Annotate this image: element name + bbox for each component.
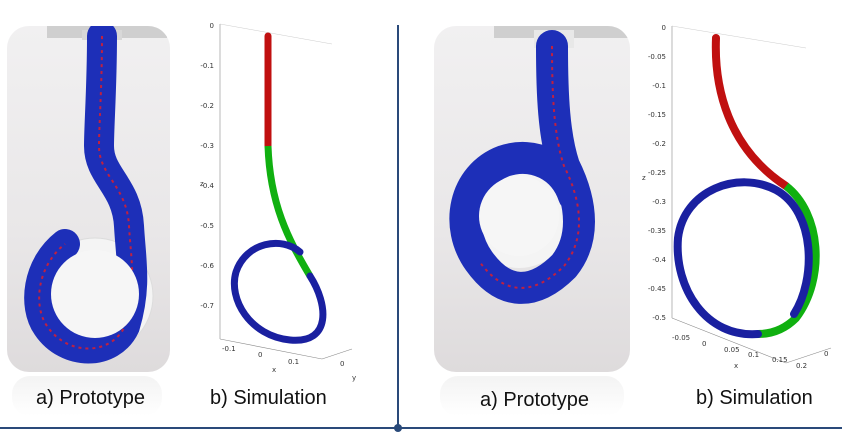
prototype-arm-right-illustration xyxy=(449,26,630,304)
z-tick-left-1: -0.1 xyxy=(200,62,214,70)
horizontal-divider xyxy=(0,427,842,429)
z-tick-right-1: -0.05 xyxy=(648,53,666,61)
z-tick-right-5: -0.25 xyxy=(648,169,666,177)
z-tick-left-4: -0.4 xyxy=(200,182,214,190)
y-axis-label-left: y xyxy=(352,374,356,382)
prototype-reflection-right xyxy=(440,376,624,416)
x-axis-label-left: x xyxy=(272,366,276,374)
z-tick-right-6: -0.3 xyxy=(652,198,666,206)
prototype-photo-left xyxy=(7,26,170,372)
caption-simulation-left: b) Simulation xyxy=(210,387,327,409)
z-tick-left-0: 0 xyxy=(210,22,214,30)
x-tick-right-4: 0.15 xyxy=(772,356,788,364)
z-tick-right-0: 0 xyxy=(662,24,666,32)
simulation-plot-right: 0 -0.05 -0.1 -0.15 -0.2 -0.25 -0.3 -0.35… xyxy=(642,24,832,370)
z-tick-right-10: -0.5 xyxy=(652,314,666,322)
z-tick-left-2: -0.2 xyxy=(200,102,214,110)
x-tick-right-3: 0.1 xyxy=(748,351,759,359)
z-tick-labels-left: 0 -0.1 -0.2 -0.3 -0.4 -0.5 -0.6 -0.7 xyxy=(200,22,214,310)
caption-prototype-left: a) Prototype xyxy=(36,387,145,409)
z-tick-left-6: -0.6 xyxy=(200,262,214,270)
x-tick-left-1: 0 xyxy=(258,351,262,359)
prototype-arm-left-illustration xyxy=(24,26,167,364)
y-tick-right-0: 0 xyxy=(824,350,828,358)
segment-green-right xyxy=(757,182,820,338)
z-tick-left-5: -0.5 xyxy=(200,222,214,230)
segment-blue-left xyxy=(231,239,327,344)
prototype-photo-right xyxy=(434,26,630,372)
z-tick-left-7: -0.7 xyxy=(200,302,214,310)
x-tick-left-0: -0.1 xyxy=(222,345,236,353)
caption-simulation-right: b) Simulation xyxy=(696,387,813,409)
z-tick-right-9: -0.45 xyxy=(648,285,666,293)
z-tick-right-8: -0.4 xyxy=(652,256,666,264)
caption-prototype-right: a) Prototype xyxy=(480,389,589,411)
x-tick-left-2: 0.1 xyxy=(288,358,299,366)
segment-red-right xyxy=(711,34,790,190)
z-tick-left-3: -0.3 xyxy=(200,142,214,150)
z-axis-label-right: z xyxy=(642,174,646,182)
z-tick-right-4: -0.2 xyxy=(652,140,666,148)
z-tick-right-2: -0.1 xyxy=(652,82,666,90)
segment-green-left xyxy=(264,145,314,278)
x-tick-right-2: 0.05 xyxy=(724,346,740,354)
y-tick-left-0: 0 xyxy=(340,360,344,368)
segment-blue-right xyxy=(673,178,813,339)
x-tick-right-5: 0.2 xyxy=(796,362,807,370)
z-tick-right-7: -0.35 xyxy=(648,227,666,235)
divider-junction-dot xyxy=(394,424,402,432)
vertical-divider xyxy=(397,25,399,428)
z-axis-label-left: z xyxy=(200,180,204,188)
x-tick-right-0: -0.05 xyxy=(672,334,690,342)
prototype-reflection-left xyxy=(12,376,162,416)
x-tick-right-1: 0 xyxy=(702,340,706,348)
z-tick-right-3: -0.15 xyxy=(648,111,666,119)
z-tick-labels-right: 0 -0.05 -0.1 -0.15 -0.2 -0.25 -0.3 -0.35… xyxy=(648,24,667,322)
x-axis-label-right: x xyxy=(734,362,738,370)
simulation-plot-left: 0 -0.1 -0.2 -0.3 -0.4 -0.5 -0.6 -0.7 z -… xyxy=(200,22,356,382)
